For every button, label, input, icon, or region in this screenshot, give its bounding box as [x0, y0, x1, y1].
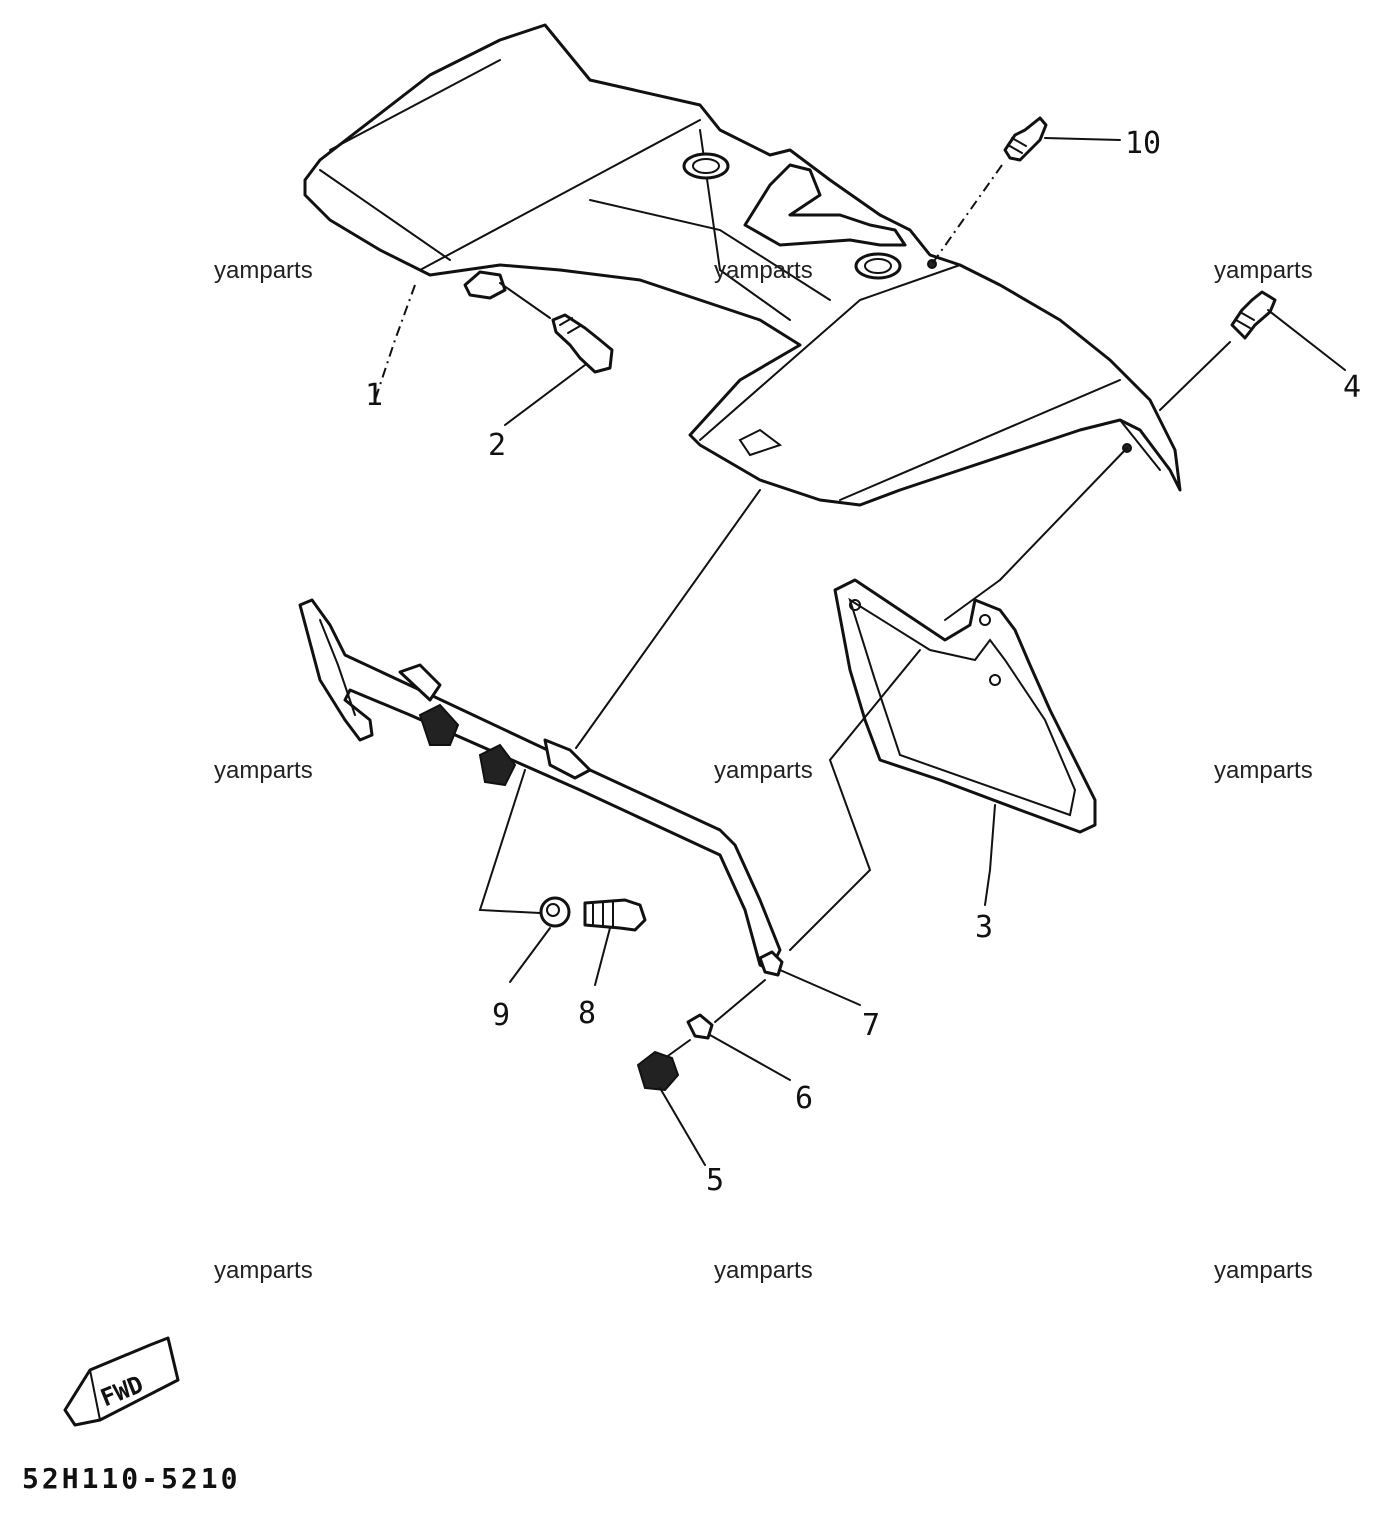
- drawing-code: 52H110-5210: [22, 1462, 240, 1495]
- callout-1: 1: [365, 378, 383, 413]
- callout-10: 10: [1125, 126, 1161, 161]
- watermark: yamparts: [1214, 1257, 1313, 1284]
- callout-2: 2: [488, 428, 506, 463]
- watermark: yamparts: [1214, 257, 1313, 284]
- nut-5: [636, 1050, 706, 1166]
- callout-8: 8: [578, 996, 596, 1031]
- fwd-arrow-icon: FWD: [63, 1336, 180, 1427]
- watermark: yamparts: [714, 757, 813, 784]
- watermark: yamparts: [214, 257, 313, 284]
- bolt-8: [583, 898, 647, 986]
- watermark: yamparts: [714, 257, 813, 284]
- callout-7: 7: [862, 1008, 880, 1043]
- bolt-10: [931, 116, 1121, 265]
- bolt-2: [499, 282, 614, 426]
- washer-9: [509, 896, 571, 983]
- watermark: yamparts: [1214, 757, 1313, 784]
- washer-6: [664, 1013, 791, 1081]
- bracket: [298, 489, 782, 972]
- rear-fender: [303, 23, 1182, 507]
- reflector-plate: [789, 447, 1128, 951]
- watermark: yamparts: [214, 1257, 313, 1284]
- watermark: yamparts: [714, 1257, 813, 1284]
- callout-9: 9: [492, 998, 510, 1033]
- callout-labels: 1 2 3 4 5 6 7 8 9 10: [365, 126, 1361, 1198]
- watermarks: yamparts yamparts yamparts yamparts yamp…: [214, 257, 1313, 1284]
- callout-4: 4: [1343, 370, 1361, 405]
- callout-5: 5: [706, 1163, 724, 1198]
- bolt-4: [1159, 290, 1346, 411]
- watermark: yamparts: [214, 757, 313, 784]
- callout-6: 6: [795, 1081, 813, 1116]
- callout-3: 3: [975, 910, 993, 945]
- nut-7: [714, 950, 861, 1023]
